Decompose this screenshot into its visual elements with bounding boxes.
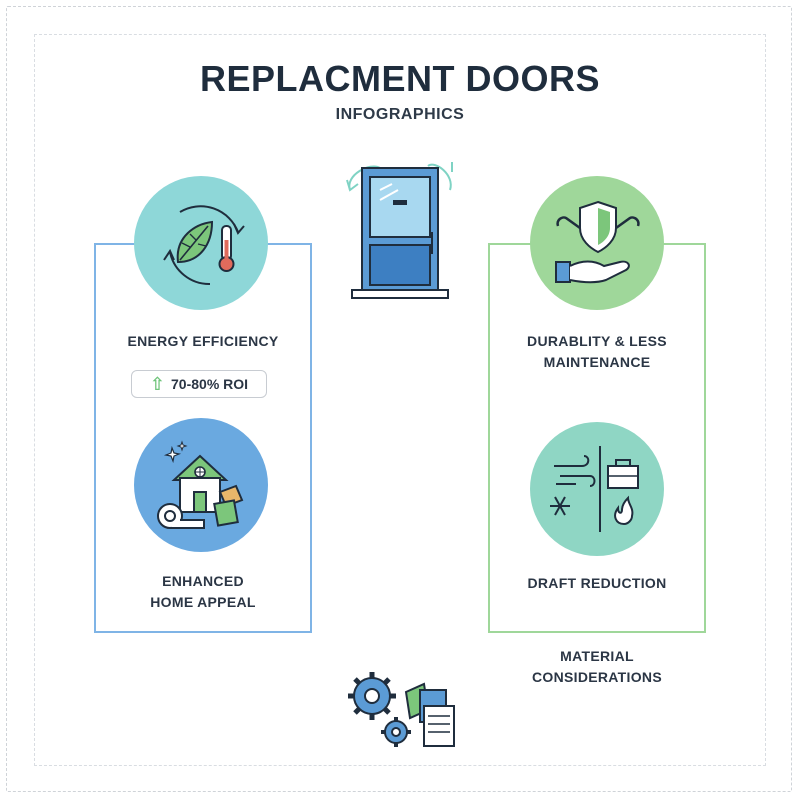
up-arrow-icon: ⇧ [149, 374, 166, 394]
home-appeal-label-line1: ENHANCED [162, 573, 244, 589]
roi-badge: ⇧ 70-80% ROI [131, 370, 267, 398]
leaf-thermometer-cycle-icon [163, 205, 245, 286]
gears-materials-icon [348, 672, 455, 747]
wind-snowflake-fire-icon [550, 446, 639, 532]
page-subtitle: INFOGRAPHICS [335, 106, 465, 123]
house-paint-icon [157, 440, 244, 529]
home-appeal-label-line2: HOME APPEAL [150, 594, 256, 610]
shield-wrench-hand-icon [555, 200, 640, 284]
energy-efficiency-label: ENERGY EFFICIENCY [127, 333, 279, 349]
draft-reduction-label: DRAFT REDUCTION [527, 575, 667, 591]
draft-circle [530, 422, 664, 556]
inner-frame [34, 34, 766, 766]
durability-label-line2: MAINTENANCE [543, 354, 651, 370]
roi-text: 70-80% ROI [171, 376, 249, 392]
durability-label-line1: DURABLITY & LESS [527, 333, 667, 349]
page-title: REPLACMENT DOORS [199, 58, 600, 99]
door-icon [346, 162, 453, 299]
material-label-line1: MATERIAL [560, 648, 634, 664]
outer-frame [6, 6, 792, 792]
material-label-line2: CONSIDERATIONS [532, 669, 662, 685]
